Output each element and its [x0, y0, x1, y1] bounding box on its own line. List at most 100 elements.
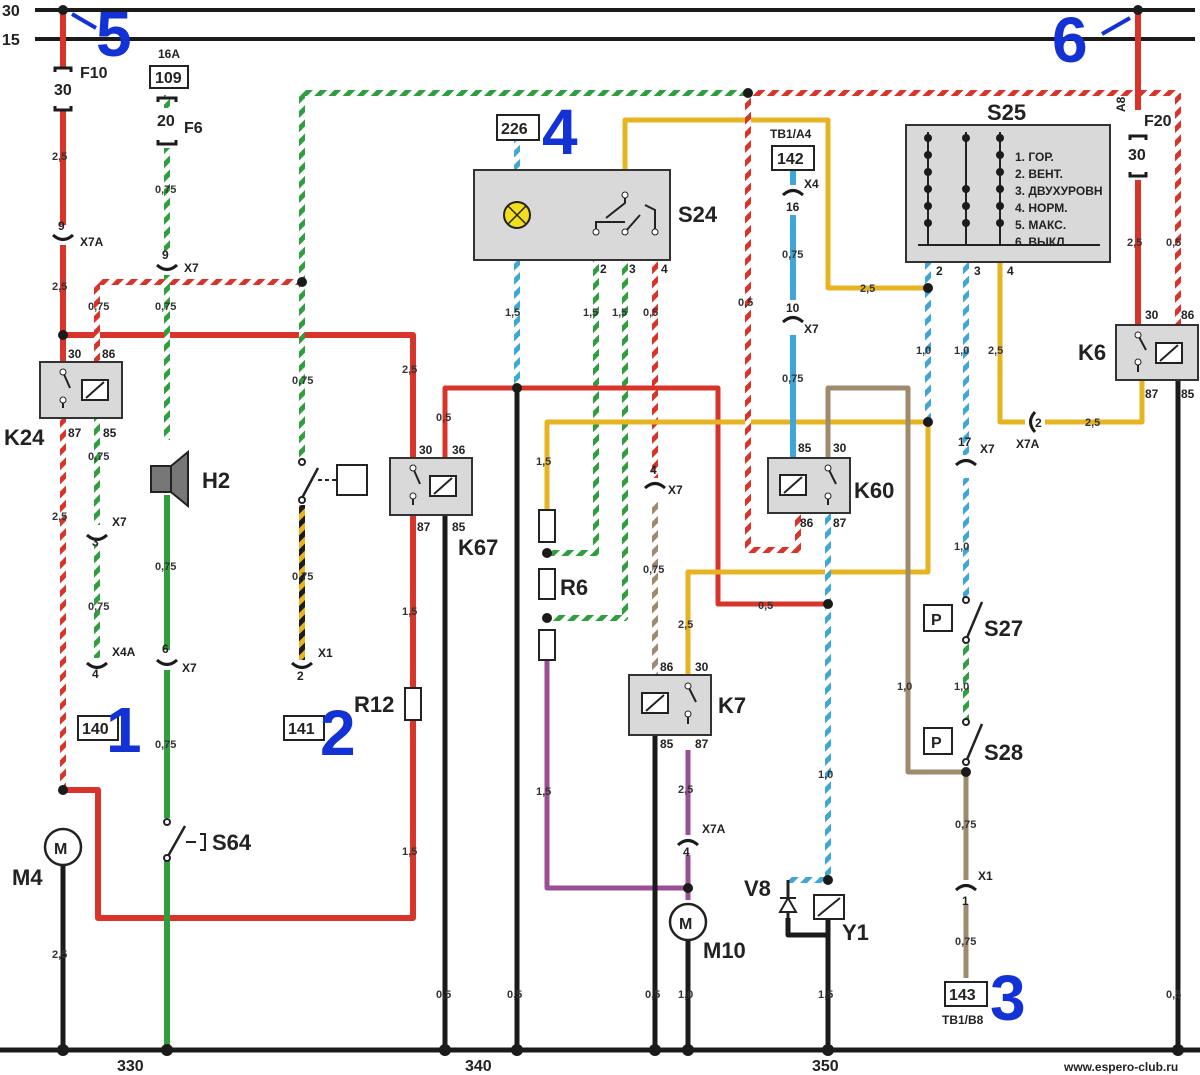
- gauge: 0,5: [507, 989, 522, 1001]
- s64-label: S64: [212, 830, 252, 855]
- box-109: 109: [155, 70, 182, 87]
- gauge: 1,5: [818, 989, 833, 1001]
- gauge: 1,5: [536, 786, 551, 798]
- gauge: 2,5: [52, 949, 67, 961]
- gauge: 0,75: [643, 564, 664, 576]
- gauge: 0,75: [155, 301, 176, 313]
- relay-k6: 30 86 87 85 K6: [1078, 308, 1199, 401]
- fuse-f20: A8 30 F20: [1114, 96, 1172, 178]
- conn-x4-16: X4: [804, 177, 819, 191]
- fuse-f10-rating: 30: [54, 82, 72, 99]
- fuse-f10-label: F10: [80, 65, 108, 82]
- conn-x7-9-pin: 9: [162, 248, 169, 262]
- callout-markers: 5 6 4 1 2 3: [70, 0, 1131, 1034]
- conn-x1-1-pin: 1: [962, 894, 969, 908]
- k67-pin87: 87: [417, 520, 431, 534]
- gauge: 1,0: [954, 345, 969, 357]
- s25-pin2: 2: [936, 264, 943, 278]
- diode-v8: V8: [744, 876, 798, 918]
- k7-pin85: 85: [660, 737, 674, 751]
- s24-pin4: 4: [661, 262, 668, 276]
- gauge: 1,5: [612, 307, 627, 319]
- gauge: 1,0: [818, 769, 833, 781]
- k67-label: K67: [458, 535, 498, 560]
- fuse-f6-label: F6: [184, 120, 203, 137]
- gauge: 0,5: [436, 989, 451, 1001]
- gauge: 2,5: [1085, 417, 1100, 429]
- relay-k60: 85 30 86 87 K60: [767, 441, 894, 530]
- watermark: www.espero-club.ru: [1063, 1060, 1178, 1074]
- bus-15: 15: [2, 32, 1195, 49]
- k60-pin30: 30: [833, 441, 847, 455]
- m10-label: M10: [703, 938, 746, 963]
- gauge: 0,75: [88, 301, 109, 313]
- gauge: 1,5: [583, 307, 598, 319]
- k24-pin30: 30: [68, 347, 82, 361]
- gauge: 2,5: [402, 364, 417, 376]
- gauge: 0,75: [955, 819, 976, 831]
- k6-pin87: 87: [1145, 387, 1159, 401]
- conn-x7-4-pin: 4: [650, 463, 657, 477]
- marker-6: 6: [1052, 4, 1088, 76]
- k24-pin86: 86: [102, 347, 116, 361]
- gauge: 0,75: [155, 561, 176, 573]
- gauge: 0,75: [88, 451, 109, 463]
- connector-labels: 9 X7A 9 X7 3 X7 4 X4A 6 X7 2 X1 16 X4 10…: [58, 177, 1042, 908]
- k7-label: K7: [718, 693, 746, 718]
- axis-330: 330: [117, 1058, 144, 1075]
- k6-pin86: 86: [1181, 308, 1195, 322]
- gauge: 0,75: [88, 601, 109, 613]
- gauge: 2,5: [1127, 237, 1142, 249]
- k24-label: K24: [4, 425, 45, 450]
- s25-mode-4: 4. НОРМ.: [1015, 201, 1068, 215]
- conn-x7-6-pin: 6: [162, 642, 169, 656]
- conn-x7a-2-pin: 2: [1035, 416, 1042, 430]
- conn-x7-6: X7: [182, 661, 197, 675]
- motor-m10: M M10: [668, 902, 746, 963]
- pressure-switch-s28: P S28: [923, 718, 1023, 766]
- gauge: 0,5: [1166, 237, 1181, 249]
- conn-x7a-2: X7A: [1016, 437, 1040, 451]
- gauge: 2,5: [52, 151, 67, 163]
- conn-x7-17: X7: [980, 442, 995, 456]
- r6-label: R6: [560, 575, 588, 600]
- k7-pin87: 87: [695, 737, 709, 751]
- k7-pin30: 30: [695, 660, 709, 674]
- conn-x4a-4: X4A: [112, 645, 136, 659]
- gauge: 0,5: [643, 307, 658, 319]
- box-143: 143: [949, 987, 976, 1004]
- gauge: 0,75: [782, 373, 803, 385]
- axis-350: 350: [812, 1058, 839, 1075]
- k6-pin85: 85: [1181, 387, 1195, 401]
- k67-pin30: 30: [419, 443, 433, 457]
- marker-4: 4: [542, 96, 578, 168]
- conn-x1-2: X1: [318, 646, 333, 660]
- s25-pin3: 3: [974, 264, 981, 278]
- gauge: 0,5: [738, 297, 753, 309]
- gauge: 1,0: [954, 681, 969, 693]
- gauge: 2,5: [860, 283, 875, 295]
- gauge: 1,0: [954, 541, 969, 553]
- gauge: 0,5: [1166, 989, 1181, 1001]
- fuse-f6: 16A 109 20 F6: [149, 47, 203, 146]
- fuse-f20-label: F20: [1144, 113, 1172, 130]
- conn-x7-17-pin: 17: [958, 435, 972, 449]
- wire-gauges: 2,5 2,5 2,5 2,5 2,5 0,75 0,75 0,75 0,75 …: [52, 151, 1181, 1001]
- gauge: 0,75: [955, 936, 976, 948]
- s25-pin4: 4: [1007, 264, 1014, 278]
- s28-p: P: [931, 735, 942, 752]
- gauge: 2,5: [678, 784, 693, 796]
- s24-pin3: 3: [629, 262, 636, 276]
- m4-symbol: M: [54, 841, 67, 858]
- box-142: 142: [777, 151, 804, 168]
- gauge: 1,5: [402, 606, 417, 618]
- k6-label: K6: [1078, 340, 1106, 365]
- bus-30: 30: [2, 3, 1195, 20]
- conn-x7-4: X7: [668, 483, 683, 497]
- gauge: 2,5: [988, 345, 1003, 357]
- y1-label: Y1: [842, 920, 869, 945]
- marker-5: 5: [96, 0, 132, 70]
- bus-30-label: 30: [2, 3, 20, 20]
- gauge: 0,5: [645, 989, 660, 1001]
